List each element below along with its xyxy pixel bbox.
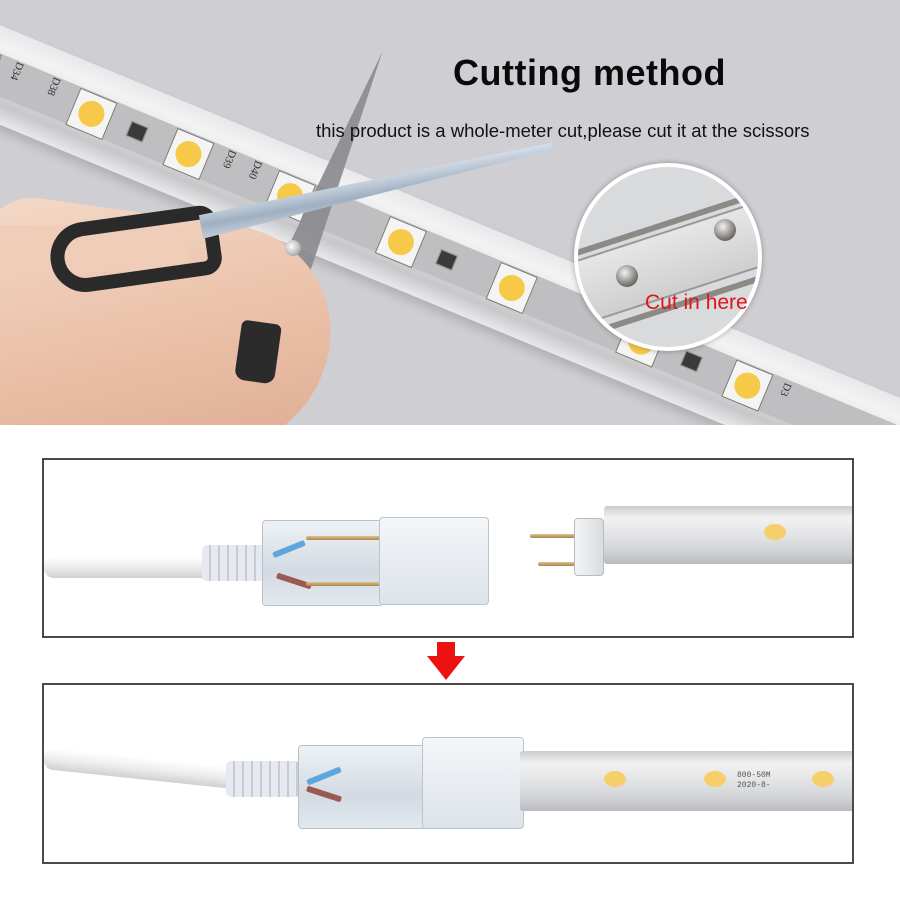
led-chip <box>704 771 726 787</box>
power-cable <box>44 747 245 790</box>
pin-clip <box>574 518 604 576</box>
cut-here-label: Cut in here <box>645 291 748 314</box>
cutting-photo: D34 D38 D39 D40 D3 Cutting method this p… <box>0 0 900 425</box>
page-title: Cutting method <box>453 52 726 93</box>
led-chip <box>604 771 626 787</box>
strip-pin <box>530 534 578 538</box>
strip-pin <box>538 562 580 566</box>
led-strip-end <box>604 506 852 564</box>
connector-body <box>298 745 430 829</box>
panel-before-connect <box>42 458 854 638</box>
led-strip <box>520 751 852 811</box>
cable-boot <box>226 761 300 797</box>
scissor-handle-lower <box>234 319 282 385</box>
power-cable <box>44 556 214 578</box>
solder-point <box>616 265 638 287</box>
connector-pin <box>306 536 384 540</box>
tape-print: 2020-8- <box>737 781 771 790</box>
connector-cap <box>379 517 489 605</box>
led-chip <box>812 771 834 787</box>
tape-print: 800-50M <box>737 771 771 780</box>
panel-after-connect: 800-50M 2020-8- <box>42 683 854 864</box>
connector-body <box>262 520 384 606</box>
connector-pin <box>306 582 384 586</box>
scissor-pivot <box>285 240 301 256</box>
arrow-down-icon <box>427 642 465 680</box>
finger <box>0 225 190 271</box>
led-chip <box>764 524 786 540</box>
cable-boot <box>202 545 268 581</box>
magnified-cut-point <box>574 163 762 351</box>
solder-point <box>714 219 736 241</box>
page-subtitle: this product is a whole-meter cut,please… <box>316 120 810 141</box>
connector-cap <box>422 737 524 829</box>
